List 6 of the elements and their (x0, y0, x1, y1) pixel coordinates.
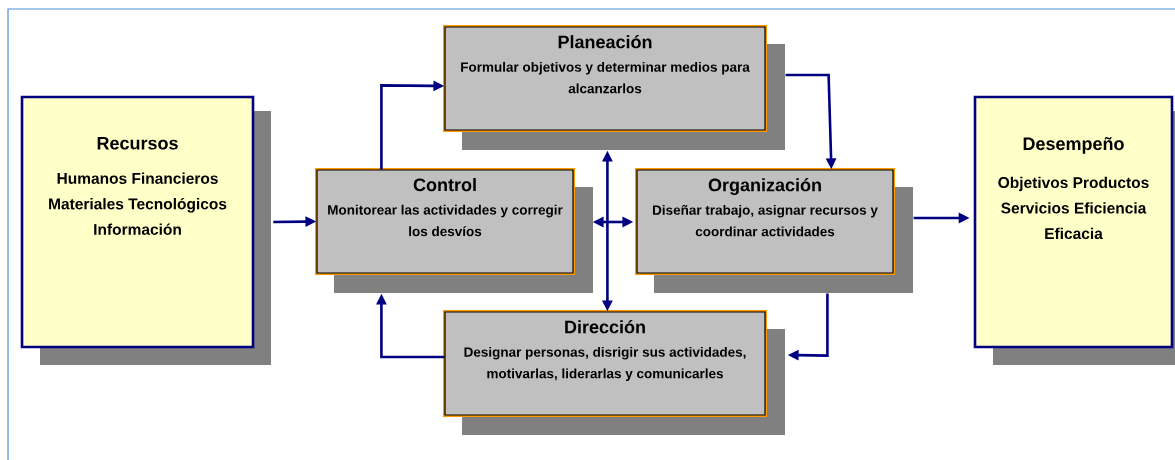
process-box: Dirección Designar personas, disrigir sus actividades, motivarlas, liderarlas y comunicarles (443, 310, 785, 435)
process-box: Recursos Humanos Financieros Materiales Tecnológicos Información (20, 95, 271, 365)
process-box: Planeación Formular objetivos y determinar medios para alcanzarlos (443, 25, 785, 150)
process-box: Control Monitorear las actividades y corregir los desvíos (315, 168, 593, 293)
process-box: Organización Diseñar trabajo, asignar recursos y coordinar actividades (635, 168, 913, 293)
process-box: Desempeño Objetivos Productos Servicios Eficiencia Eficacia (973, 95, 1175, 365)
